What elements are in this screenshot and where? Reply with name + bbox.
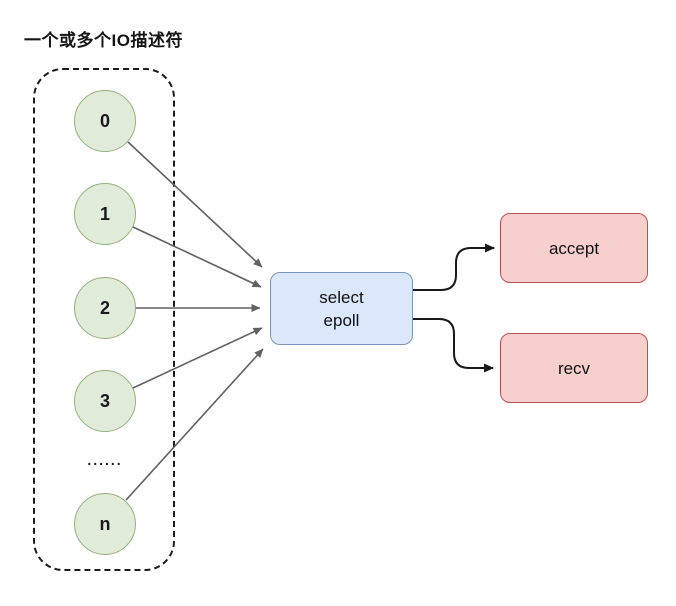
multiplexer-node: select epoll <box>270 272 413 345</box>
descriptor-node-n: n <box>74 493 136 555</box>
descriptor-label-0: 0 <box>99 110 110 131</box>
accept-node: accept <box>500 213 648 283</box>
descriptor-label-n: n <box>99 513 111 534</box>
descriptor-ellipsis: ...... <box>87 452 123 468</box>
descriptor-node-2: 2 <box>74 277 136 339</box>
descriptor-label-2: 2 <box>99 297 110 318</box>
descriptor-node-3: 3 <box>74 370 136 432</box>
multiplexer-label-epoll: epoll <box>323 310 360 330</box>
descriptor-node-0: 0 <box>74 90 136 152</box>
recv-node: recv <box>500 333 648 403</box>
descriptor-label-1: 1 <box>99 203 110 224</box>
descriptor-group-border <box>33 68 175 571</box>
descriptor-node-1: 1 <box>74 183 136 245</box>
arrow-mux-to-accept-icon <box>413 243 495 291</box>
page-title: 一个或多个IO描述符 <box>24 31 183 50</box>
arrow-mux-to-recv-icon <box>413 318 494 373</box>
accept-label: accept <box>548 238 600 258</box>
recv-label: recv <box>557 358 591 378</box>
descriptor-label-3: 3 <box>99 390 110 411</box>
multiplexer-label-select: select <box>319 287 364 307</box>
